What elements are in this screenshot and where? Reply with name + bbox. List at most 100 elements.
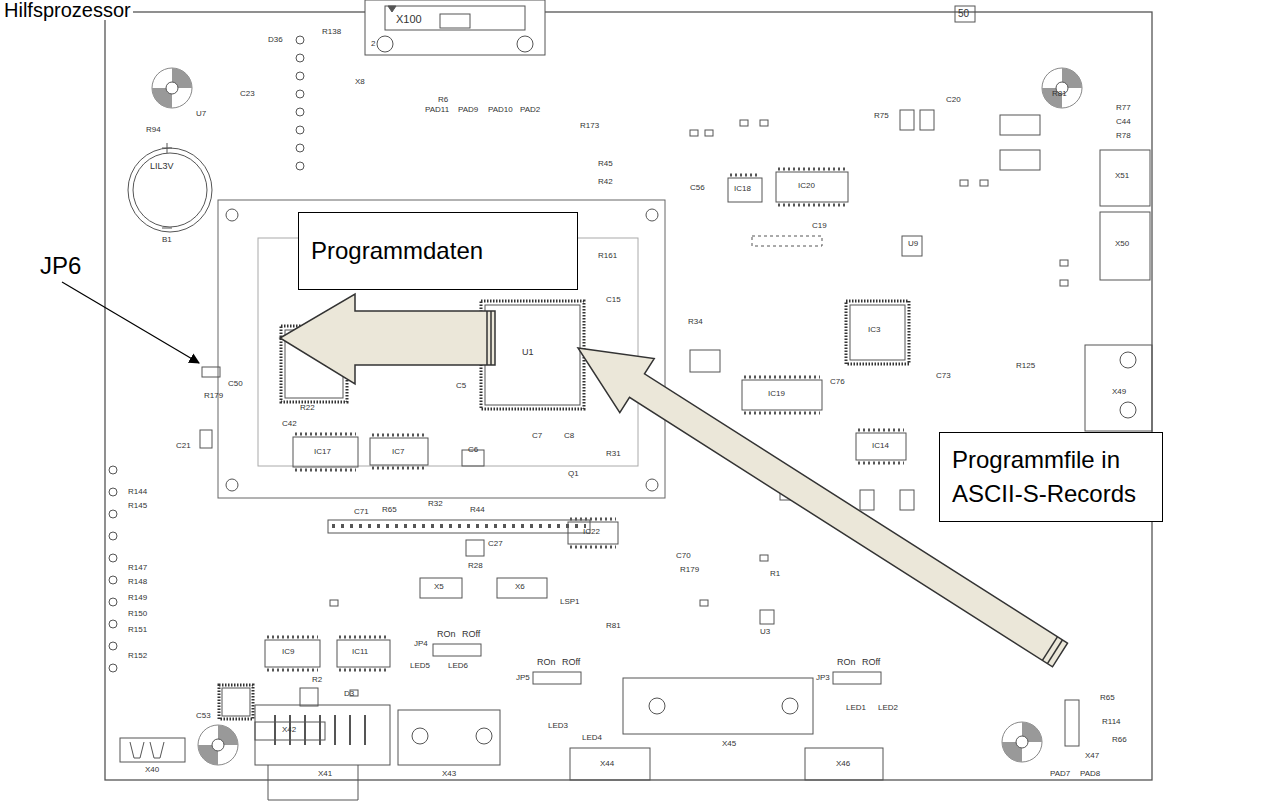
part-label: IC9 (282, 648, 294, 656)
part-label: R31 (606, 450, 621, 458)
part-label: ROn (537, 658, 556, 667)
callout-box: Programmfile in ASCII-S-Records (939, 432, 1163, 522)
part-label: IC17 (314, 448, 331, 456)
part-label: C42 (282, 420, 297, 428)
part-label: R150 (128, 610, 147, 618)
part-label: C15 (606, 296, 621, 304)
part-label: IC20 (798, 182, 815, 190)
part-label: R138 (322, 28, 341, 36)
part-label: C70 (676, 552, 691, 560)
part-label: LED3 (548, 722, 568, 730)
part-label: C50 (228, 380, 243, 388)
part-label: JP3 (816, 674, 830, 682)
part-label: X100 (396, 14, 422, 25)
part-label: C5 (456, 382, 466, 390)
part-label: C56 (690, 184, 705, 192)
part-label: R75 (874, 112, 889, 120)
part-label: R77 (1116, 104, 1131, 112)
part-label: U9 (908, 240, 918, 248)
part-label: R44 (470, 506, 485, 514)
part-label: IC19 (768, 390, 785, 398)
part-label: R125 (1016, 362, 1035, 370)
part-label: IC11 (352, 648, 368, 656)
part-label: C19 (812, 222, 827, 230)
part-label: LED1 (846, 704, 866, 712)
part-label: LED6 (448, 662, 468, 670)
part-label: LED5 (410, 662, 430, 670)
part-label: X5 (434, 583, 444, 591)
part-label: ROn (837, 658, 856, 667)
part-label: 2 (371, 40, 375, 48)
part-label: U7 (196, 110, 206, 118)
callout-text: Programmdaten (311, 234, 565, 268)
callout-text: Programmfile in ASCII-S-Records (952, 443, 1150, 510)
part-label: U3 (760, 628, 770, 636)
part-label: R94 (146, 126, 161, 134)
part-label: U1 (522, 348, 534, 357)
part-label: R151 (128, 626, 147, 634)
part-label: ROn (437, 630, 456, 639)
part-label: LSP1 (560, 598, 580, 606)
part-label: C27 (488, 540, 503, 548)
part-label: X41 (318, 770, 332, 778)
part-label: C20 (946, 96, 961, 104)
part-label: R179 (680, 566, 699, 574)
part-label: D36 (268, 36, 283, 44)
part-label: C6 (468, 446, 478, 454)
part-label: JP5 (516, 674, 530, 682)
part-label: R34 (688, 318, 703, 326)
part-label: R66 (1112, 736, 1127, 744)
part-label: R65 (1100, 694, 1115, 702)
part-label: R2 (312, 676, 322, 684)
part-label: R78 (1116, 132, 1131, 140)
part-label: IC7 (392, 448, 404, 456)
part-label: X44 (600, 760, 614, 768)
part-label: D3 (344, 690, 354, 698)
part-label: IC22 (583, 528, 600, 536)
part-label: Q1 (568, 470, 579, 478)
part-label: X50 (1115, 240, 1129, 248)
part-label: C7 (532, 432, 542, 440)
jumper-callout: JP6 (40, 254, 81, 278)
part-label: PAD9 (458, 106, 478, 114)
part-label: X45 (722, 740, 736, 748)
part-label: R173 (580, 122, 599, 130)
part-label: R149 (128, 594, 147, 602)
part-label: R81 (606, 622, 621, 630)
part-label: C44 (1116, 118, 1131, 126)
part-label: ROff (562, 658, 580, 667)
part-label: LIL3V (150, 162, 174, 171)
part-label: R1 (770, 570, 780, 578)
page-title: Hilfsprozessor (2, 0, 133, 20)
part-label: R145 (128, 502, 147, 510)
part-label: X49 (1112, 388, 1126, 396)
part-label: X42 (282, 726, 296, 734)
part-label: R152 (128, 652, 147, 660)
part-label: R32 (428, 500, 443, 508)
part-label: R45 (598, 160, 613, 168)
part-label: C76 (830, 378, 845, 386)
part-label: C53 (196, 712, 211, 720)
part-label: X40 (145, 766, 159, 774)
part-label: IC3 (868, 326, 880, 334)
part-label: R147 (128, 564, 147, 572)
part-label: LED4 (582, 734, 602, 742)
part-label: X6 (515, 583, 525, 591)
part-label: B1 (162, 236, 172, 244)
part-label: C23 (240, 90, 255, 98)
part-label: C73 (936, 372, 951, 380)
part-label: 50 (958, 9, 969, 19)
part-label: R22 (300, 404, 315, 412)
part-label: X47 (1085, 752, 1099, 760)
part-label: R144 (128, 488, 147, 496)
part-label: R114 (1102, 718, 1121, 726)
part-label: C71 (354, 508, 369, 516)
part-label: IC14 (872, 442, 889, 450)
part-label: R179 (204, 392, 223, 400)
part-label: IC18 (734, 185, 751, 193)
part-label: X51 (1115, 172, 1129, 180)
part-label: PAD2 (520, 106, 540, 114)
part-label: JP4 (414, 640, 428, 648)
part-label: R161 (598, 252, 617, 260)
